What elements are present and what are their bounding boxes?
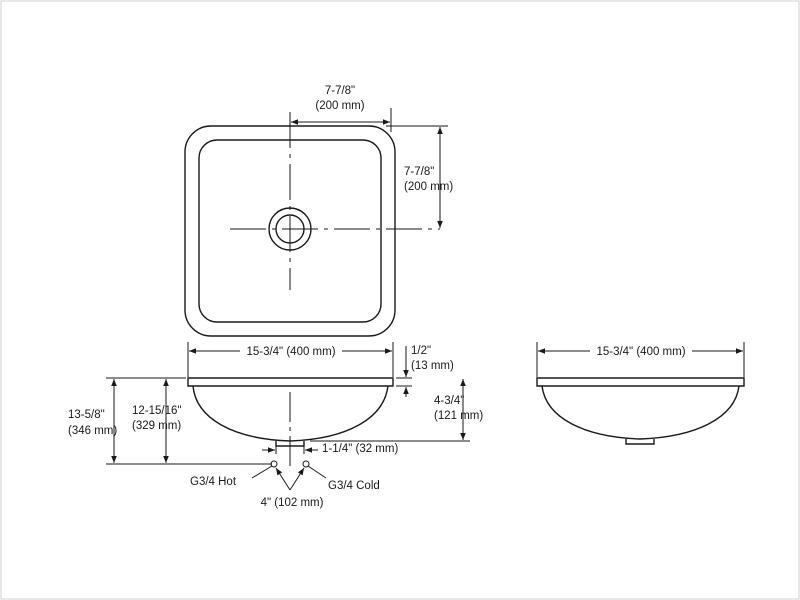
side-view-drain-label: 12-15/16"	[132, 405, 181, 417]
end-view: 15-3/4" (400 mm)	[536, 342, 745, 445]
side-view-depth-label: 4-3/4"	[434, 395, 464, 407]
side-view-drain-diameter-label: 1-1/4" (32 mm)	[322, 443, 398, 455]
side-view-total-metric: (346 mm)	[68, 425, 117, 437]
side-view-depth-metric: (121 mm)	[434, 410, 483, 422]
top-view: 7-7/8" (200 mm) 7-7/8" (200 mm)	[184, 85, 453, 337]
side-view: 15-3/4" (400 mm) 1/2" (13 mm) 4-3/4" (12…	[68, 342, 483, 509]
side-view-rim-label: 1/2"	[411, 345, 431, 357]
end-view-width-label-bg	[590, 343, 692, 359]
side-view-rim	[187, 377, 394, 387]
side-view-width-label-bg	[240, 343, 342, 359]
side-view-rim-metric: (13 mm)	[411, 360, 454, 372]
end-view-drain	[625, 439, 655, 445]
supply-spacing-leader-left	[275, 467, 291, 491]
hot-supply-label: G3/4 Hot	[190, 476, 237, 488]
end-view-bowl	[541, 385, 740, 440]
cold-supply-label: G3/4 Cold	[328, 480, 380, 492]
supply-spacing-label: 4" (102 mm)	[261, 497, 324, 509]
side-view-total-label: 13-5/8"	[68, 409, 105, 421]
top-view-width-label: 7-7/8"	[325, 85, 355, 97]
top-view-width-metric: (200 mm)	[315, 100, 364, 112]
end-view-width-label: 15-3/4" (400 mm)	[596, 346, 685, 358]
supply-spacing-leader-right	[289, 467, 305, 491]
top-view-depth-metric: (200 mm)	[404, 181, 453, 193]
side-view-width-label: 15-3/4" (400 mm)	[246, 346, 335, 358]
end-view-rim	[536, 377, 745, 387]
top-view-depth-label: 7-7/8"	[404, 166, 434, 178]
hot-supply-marker	[270, 460, 278, 468]
hot-supply-leader	[251, 465, 273, 479]
side-view-drain-metric: (329 mm)	[132, 420, 181, 432]
cold-supply-marker	[302, 460, 310, 468]
cold-supply-leader	[307, 465, 327, 479]
